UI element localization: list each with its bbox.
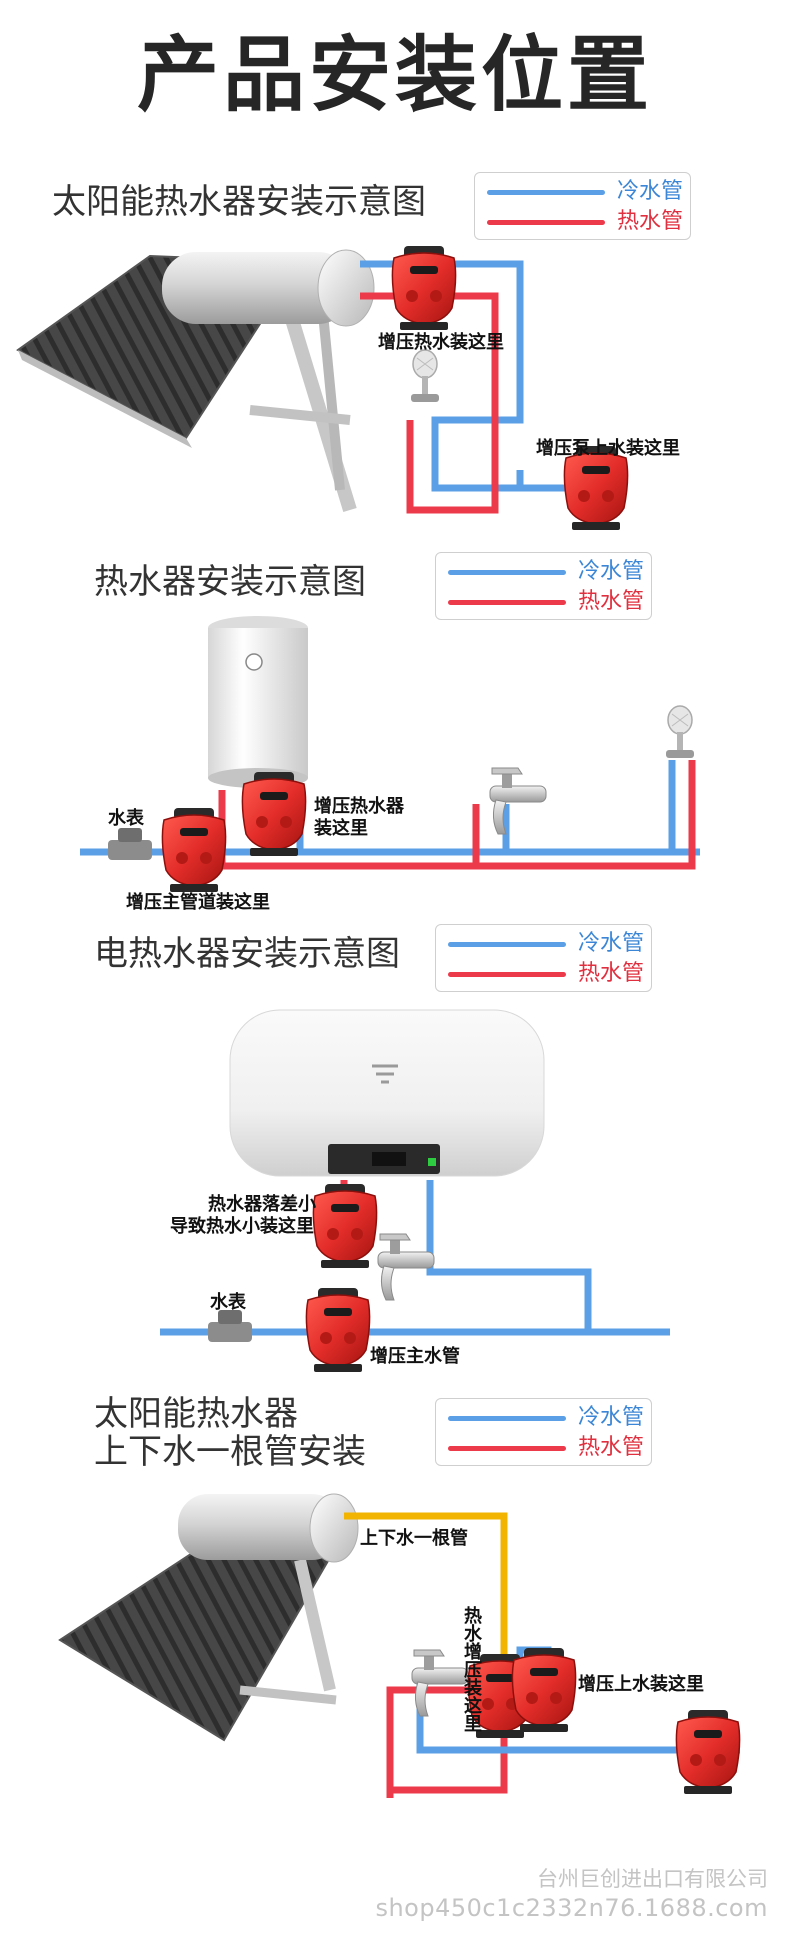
watermark-company: 台州巨创进出口有限公司 (537, 1867, 768, 1891)
legend-hot-label: 热水管 (578, 1435, 645, 1460)
water-meter-icon (108, 828, 152, 860)
cold-pipe-swatch (448, 942, 566, 947)
pipe-legend: 冷水管 热水管 (435, 924, 652, 992)
boiler-tank (208, 616, 308, 788)
hot-pipe-swatch (487, 220, 605, 225)
tap-icon (489, 767, 547, 835)
pump-label: 增压主管道装这里 (126, 892, 270, 913)
single-pipe-label: 上下水一根管 (360, 1528, 468, 1549)
solar-water-heater (16, 249, 375, 513)
section-title: 热水器安装示意图 (94, 562, 366, 602)
hot-pipe-swatch (448, 972, 566, 977)
solar-water-heater-single-pipe (58, 1493, 359, 1742)
legend-hot-label: 热水管 (578, 961, 645, 986)
meter-label: 水表 (108, 808, 144, 829)
cold-pipe-swatch (448, 1416, 566, 1421)
pump-label: 热水器落差小 (208, 1194, 316, 1215)
pump-label: 增压上水装这里 (578, 1674, 704, 1695)
legend-cold-label: 冷水管 (617, 179, 684, 204)
section-title: 上下水一根管安装 (94, 1432, 366, 1472)
watermark-shop: shop450c1c2332n76.1688.com (375, 1894, 768, 1922)
hot-pipe-swatch (448, 1446, 566, 1451)
meter-label: 水表 (210, 1292, 246, 1313)
pump-icon (391, 245, 457, 331)
pump-icon (241, 771, 307, 857)
pump-label: 增压热水器 (314, 796, 404, 817)
pump-icon (312, 1183, 378, 1269)
section-title: 电热水器安装示意图 (94, 934, 400, 974)
water-meter-icon (208, 1310, 252, 1342)
pump-icon (161, 807, 227, 893)
legend-hot-label: 热水管 (578, 589, 645, 614)
pump-label: 增压泵上水装这里 (536, 438, 680, 459)
pipe-legend: 冷水管 热水管 (435, 552, 652, 620)
electric-water-heater (229, 1009, 545, 1177)
page-title: 产品安装位置 (136, 28, 653, 123)
legend-hot-label: 热水管 (617, 209, 684, 234)
pump-icon (305, 1287, 371, 1373)
pump-label: 热水增压装这里 (461, 1606, 482, 1732)
legend-cold-label: 冷水管 (578, 931, 645, 956)
pump-label: 增压热水装这里 (378, 332, 504, 353)
section-title: 太阳能热水器安装示意图 (52, 182, 426, 222)
pipe-legend: 冷水管 热水管 (474, 172, 691, 240)
pipe-legend: 冷水管 热水管 (435, 1398, 652, 1466)
pump-label: 装这里 (314, 818, 368, 839)
pump-label: 增压主水管 (370, 1346, 460, 1367)
pump-label: 导致热水小装这里 (170, 1216, 314, 1237)
section-title: 太阳能热水器 (94, 1394, 298, 1434)
cold-pipe-swatch (487, 190, 605, 195)
shower-head-icon (410, 349, 440, 403)
hot-pipe-swatch (448, 600, 566, 605)
tap-icon (377, 1233, 435, 1301)
shower-head-icon (665, 705, 695, 759)
legend-cold-label: 冷水管 (578, 559, 645, 584)
legend-cold-label: 冷水管 (578, 1405, 645, 1430)
pump-icon (675, 1709, 741, 1795)
cold-pipe-swatch (448, 570, 566, 575)
